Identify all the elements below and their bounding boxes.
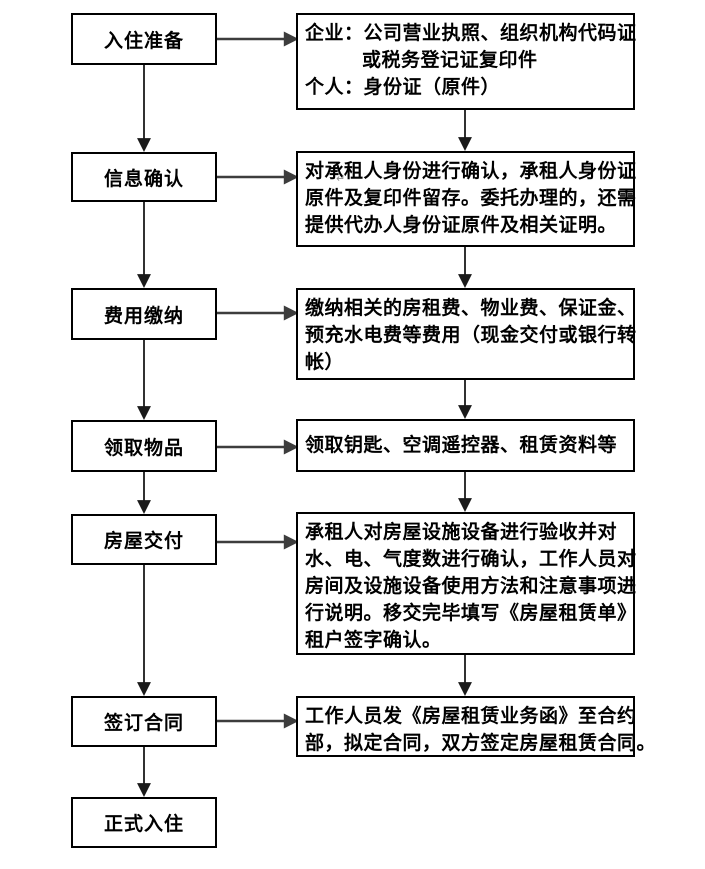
detail-line: 承租人对房屋设施设备进行验收并对 (305, 522, 618, 543)
step-box-info-confirm: 信息确认 (71, 152, 217, 202)
arrowhead (458, 405, 472, 420)
step-box-sign-contract: 签订合同 (71, 696, 217, 747)
step-box-house-handover: 房屋交付 (71, 514, 217, 565)
detail-line: 工作人员发《房屋租赁业务函》至合约 (305, 706, 637, 727)
arrowhead (137, 138, 151, 153)
detail-line: 房间及设施设备使用方法和注意事项进 (305, 576, 637, 597)
step-box-official-move-in: 正式入住 (71, 797, 217, 848)
step-label: 房屋交付 (103, 531, 184, 552)
detail-line: 水、电、气度数进行确认，工作人员对 (305, 549, 637, 570)
arrowhead (458, 682, 472, 697)
arrowhead (137, 783, 151, 798)
detail-line: 企业：公司营业执照、组织机构代码证 (305, 23, 637, 44)
arrowhead (137, 682, 151, 697)
arrowhead (458, 137, 472, 152)
detail-box-move-in-prep: 企业：公司营业执照、组织机构代码证 或税务登记证复印件 个人：身份证（原件） (296, 13, 637, 110)
step-label: 领取物品 (103, 437, 184, 459)
step-label: 费用缴纳 (103, 305, 184, 327)
arrowhead (283, 713, 299, 729)
detail-line: 部，拟定合同，双方签定房屋租赁合同。 (305, 733, 657, 754)
arrowhead (137, 274, 151, 289)
detail-box-collect-items: 领取钥匙、空调遥控器、租赁资料等 (296, 419, 635, 472)
step-box-collect-items: 领取物品 (71, 420, 217, 472)
detail-line: 预充水电费等费用（现金交付或银行转 (305, 325, 637, 346)
detail-box-house-handover: 承租人对房屋设施设备进行验收并对 水、电、气度数进行确认，工作人员对 房间及设施… (296, 512, 637, 655)
detail-box-fee-payment: 缴纳相关的房租费、物业费、保证金、 预充水电费等费用（现金交付或银行转 帐） (296, 288, 637, 380)
arrowhead (283, 169, 299, 185)
detail-line: 或税务登记证复印件 (362, 50, 538, 71)
detail-line: 个人：身份证（原件） (305, 77, 501, 98)
step-box-move-in-prep: 入住准备 (71, 13, 217, 65)
arrowhead (283, 305, 299, 321)
step-label: 入住准备 (103, 30, 184, 52)
step-label: 正式入住 (103, 814, 184, 835)
arrowhead (137, 500, 151, 515)
detail-line: 提供代办人身份证原件及相关证明。 (305, 215, 618, 236)
arrowhead (458, 274, 472, 289)
detail-line: 行说明。移交完毕填写《房屋租赁单》 (305, 603, 637, 624)
arrowhead (137, 406, 151, 421)
arrowhead (283, 534, 299, 550)
arrowhead (283, 439, 299, 455)
arrowhead (283, 31, 299, 47)
detail-box-sign-contract: 工作人员发《房屋租赁业务函》至合约 部，拟定合同，双方签定房屋租赁合同。 (296, 696, 657, 757)
detail-line: 原件及复印件留存。委托办理的，还需 (305, 188, 637, 209)
detail-box-info-confirm: ↵ 对承租人身份进行确认，承租人身份证 原件及复印件留存。委托办理的，还需 提供… (296, 151, 637, 247)
step-label: 签订合同 (103, 713, 184, 734)
detail-line: 租户签字确认。 (305, 630, 442, 651)
detail-line: 帐） (305, 352, 345, 373)
step-box-fee-payment: 费用缴纳 (71, 288, 217, 340)
arrowhead (458, 498, 472, 513)
step-label: 信息确认 (103, 168, 184, 190)
linebreak-artifact-icon: ↵ (336, 173, 346, 185)
detail-line: 对承租人身份进行确认，承租人身份证 (305, 161, 637, 182)
detail-line: 领取钥匙、空调遥控器、租赁资料等 (305, 435, 618, 456)
detail-line: 缴纳相关的房租费、物业费、保证金、 (305, 298, 637, 319)
